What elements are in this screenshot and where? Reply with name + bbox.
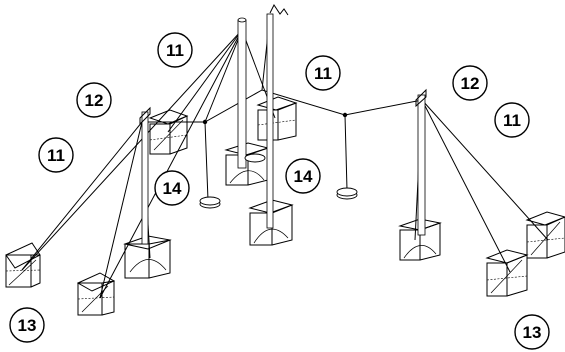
cable-set (21, 14, 549, 299)
callout-13-left: 13 (9, 307, 45, 343)
ballast-box (248, 199, 294, 246)
cable (421, 99, 549, 241)
callout-number: 14 (163, 179, 182, 198)
callout-12-right: 12 (452, 65, 488, 101)
callout-number: 11 (503, 111, 521, 130)
ballast-box (398, 218, 442, 261)
ballast-box (256, 96, 298, 141)
cable (99, 121, 143, 299)
cable (21, 29, 243, 271)
ballast-box (123, 235, 172, 279)
callout-number: 12 (461, 74, 480, 93)
ground-stand (199, 119, 221, 209)
ground-stand (336, 112, 358, 200)
callout-11-right: 11 (494, 102, 530, 138)
callout-11-left: 11 (38, 137, 74, 173)
callout-11-top: 11 (157, 32, 193, 68)
callout-number: 11 (166, 41, 184, 60)
ballast-box (76, 272, 116, 316)
ballast-box (525, 211, 565, 259)
ballast-box (148, 109, 189, 155)
callout-number: 11 (314, 64, 332, 83)
callout-number: 13 (18, 316, 37, 335)
callout-13-right: 13 (514, 314, 550, 350)
mast-right (415, 88, 427, 236)
callout-11-mid: 11 (305, 55, 341, 91)
ballast-box (224, 142, 270, 186)
cable (21, 121, 143, 271)
mast-left (139, 106, 151, 245)
callout-number: 13 (523, 323, 542, 342)
callout-number: 12 (85, 91, 104, 110)
ballast-box (5, 242, 41, 288)
mast-tall (266, 4, 289, 229)
callout-number: 14 (294, 167, 313, 186)
callout-14-left: 14 (154, 170, 190, 206)
cable (167, 29, 243, 133)
callout-number: 11 (47, 146, 65, 165)
cable (204, 29, 243, 123)
callout-12-left: 12 (76, 82, 112, 118)
cable (421, 99, 511, 273)
ballast-box (485, 249, 529, 297)
callout-14-right: 14 (285, 158, 321, 194)
cable (99, 29, 243, 299)
mast-center (237, 17, 266, 169)
